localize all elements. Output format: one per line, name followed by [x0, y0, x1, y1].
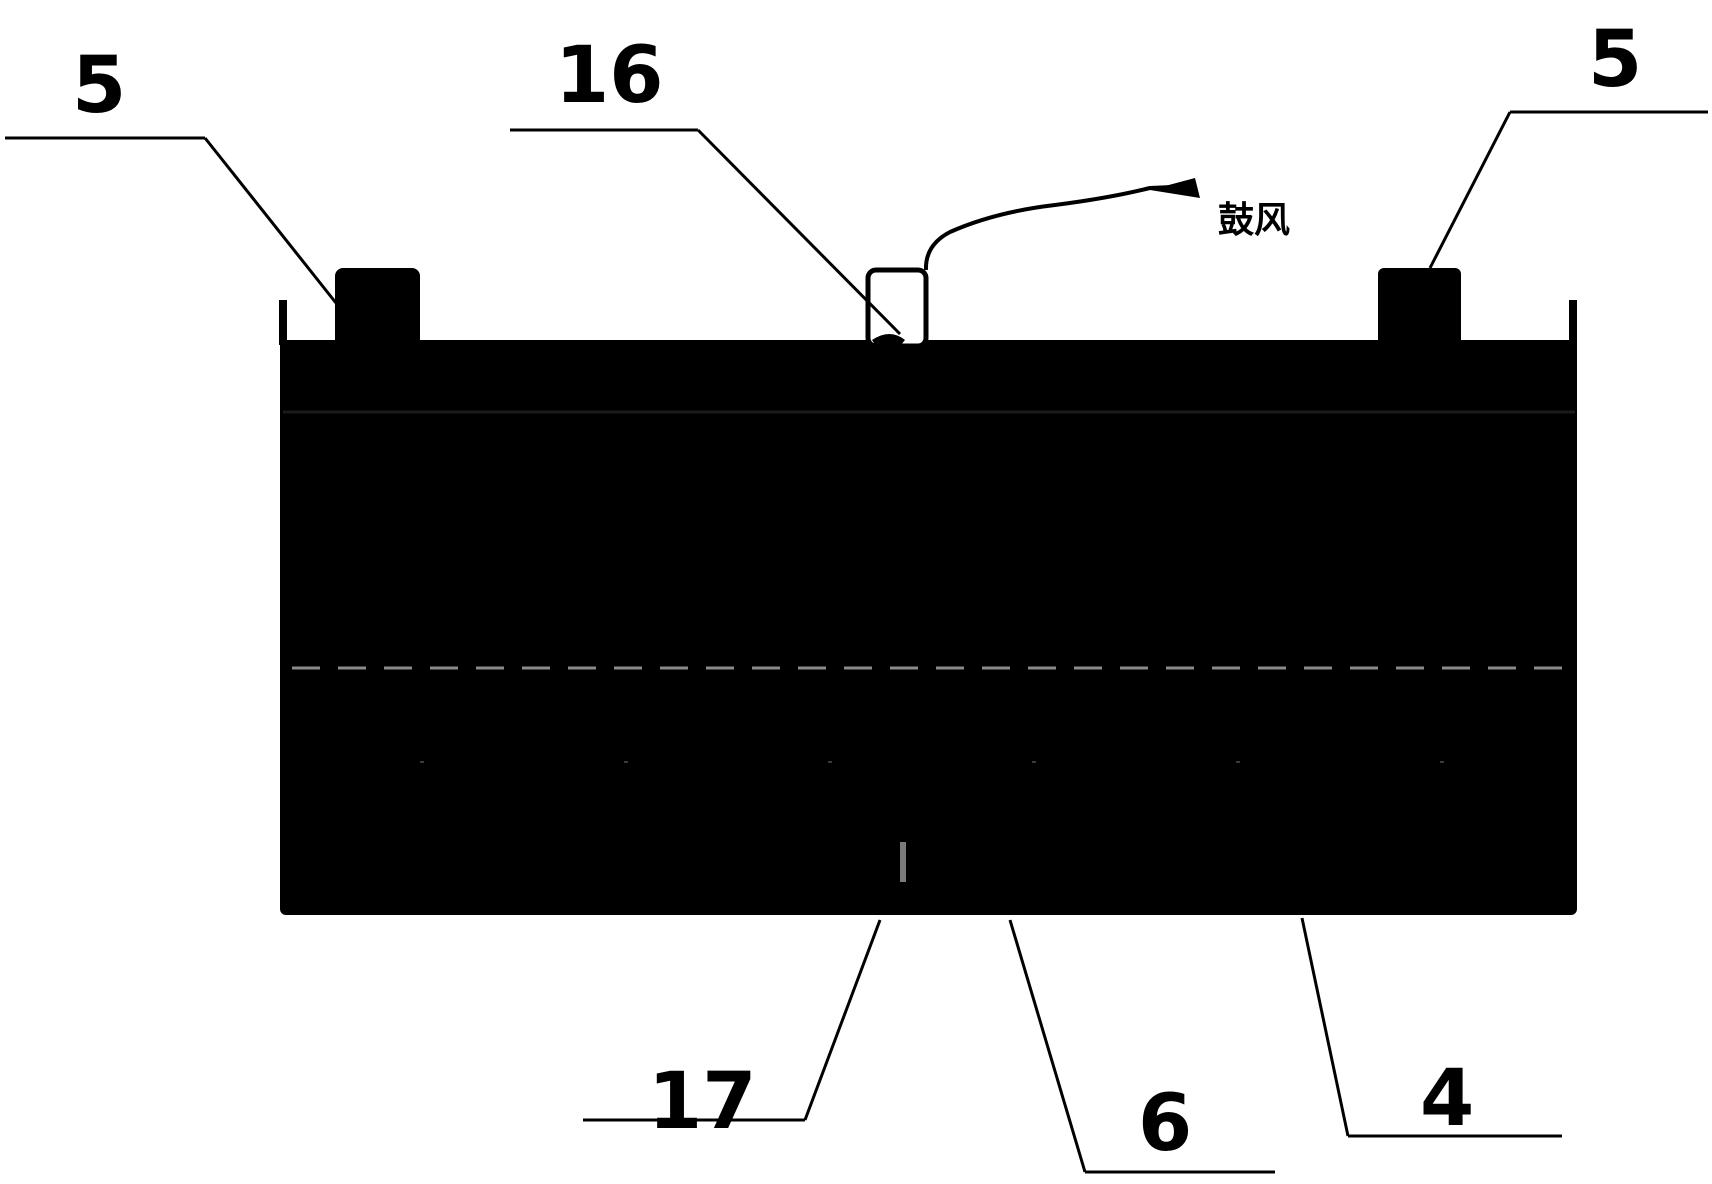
label-divider: 6	[1138, 1079, 1192, 1169]
label-tank-body: 4	[1420, 1054, 1474, 1144]
bottom-port	[900, 842, 906, 882]
leader-divider	[1008, 919, 1087, 1173]
inlet-cap	[865, 267, 929, 349]
leader-lines	[5, 110, 1708, 1174]
label-bottom-port: 17	[648, 1057, 757, 1147]
tank-fill	[280, 340, 1577, 915]
label-air-supply: 鼓风	[1218, 200, 1290, 241]
leader-tank-body	[1300, 917, 1350, 1137]
electrode-right	[1378, 268, 1461, 350]
air-supply-tip	[1150, 178, 1200, 198]
tank-body	[279, 300, 1577, 915]
label-inlet-cap: 16	[555, 31, 664, 121]
leader-bottom-port	[803, 919, 882, 1121]
air-supply-tube	[923, 184, 1196, 271]
leader-inlet-cap-diag	[696, 128, 902, 336]
inlet-cap-tip	[872, 334, 905, 346]
leader-electrode-left-diag	[203, 137, 342, 309]
label-electrode-left: 5	[72, 41, 126, 131]
label-electrode-right: 5	[1588, 15, 1642, 105]
leader-electrode-right-diag	[1428, 111, 1512, 269]
electrode-left	[335, 268, 420, 350]
